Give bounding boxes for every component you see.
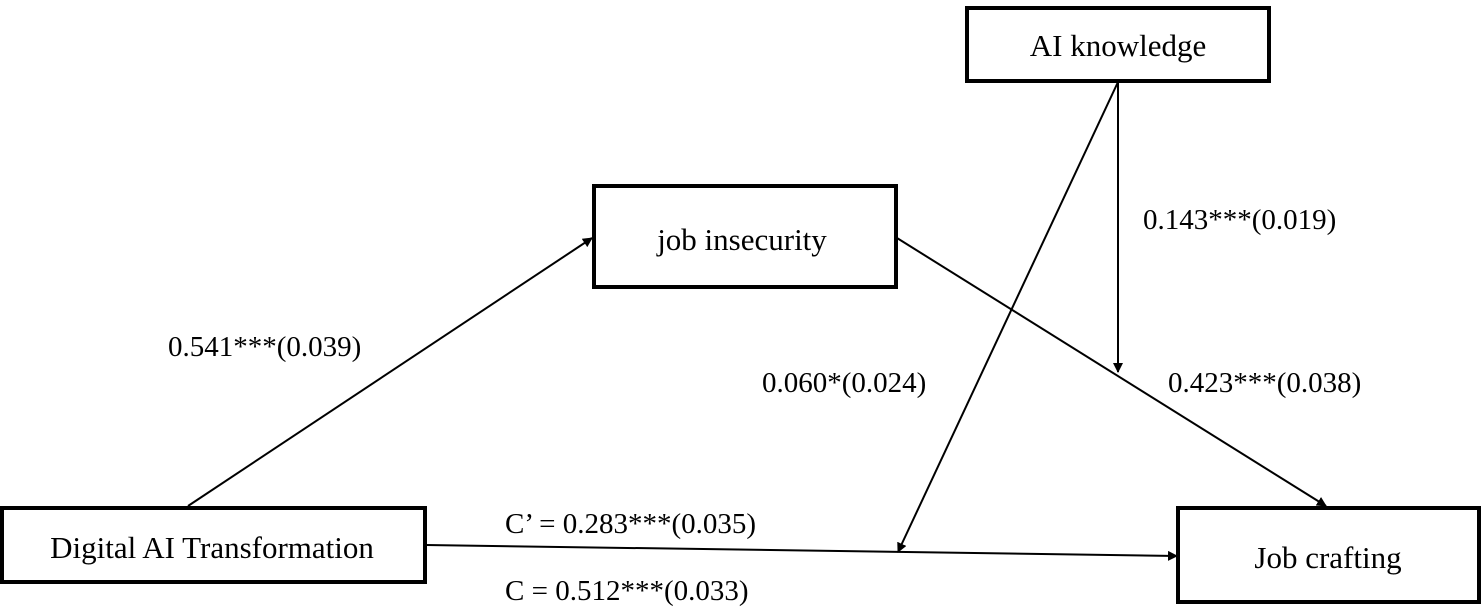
node-ai-knowledge: AI knowledge <box>965 6 1271 83</box>
label-moderation-c: 0.060*(0.024) <box>762 367 926 399</box>
arrow-knowledge-to-c-path <box>897 81 1119 553</box>
node-ai-knowledge-label: AI knowledge <box>1030 28 1206 63</box>
node-digital-ai-transformation: Digital AI Transformation <box>0 506 427 584</box>
label-moderation-b: 0.143***(0.019) <box>1143 204 1336 236</box>
node-job-crafting: Job crafting <box>1176 506 1481 604</box>
label-b-path: 0.423***(0.038) <box>1168 367 1361 399</box>
node-job-insecurity-label: job insecurity <box>656 222 827 257</box>
node-job-crafting-label: Job crafting <box>1254 540 1401 575</box>
arrow-digital-to-crafting <box>425 544 1178 561</box>
label-a-path: 0.541***(0.039) <box>168 331 361 363</box>
arrow-insecurity-to-crafting <box>896 237 1327 507</box>
label-direct-effect: C’ = 0.283***(0.035) <box>505 508 756 540</box>
node-job-insecurity: job insecurity <box>592 184 898 289</box>
arrow-digital-to-insecurity <box>187 237 593 507</box>
node-digital-ai-transformation-label: Digital AI Transformation <box>50 530 374 565</box>
label-total-effect: C = 0.512***(0.033) <box>505 575 749 607</box>
